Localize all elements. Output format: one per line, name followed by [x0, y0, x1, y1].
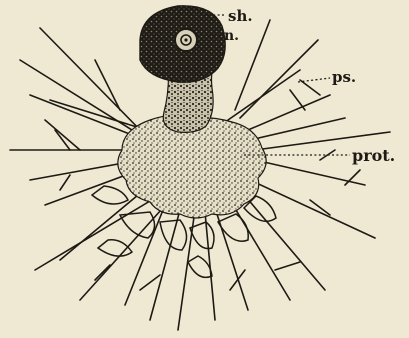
protoplasm-label: prot. — [352, 146, 395, 165]
pseudopodia-leader — [298, 78, 330, 82]
nucleus — [175, 29, 197, 51]
pseudopodia-label: ps. — [332, 68, 356, 86]
shell-label: sh. — [228, 7, 253, 25]
nucleus-label: n. — [224, 28, 239, 44]
